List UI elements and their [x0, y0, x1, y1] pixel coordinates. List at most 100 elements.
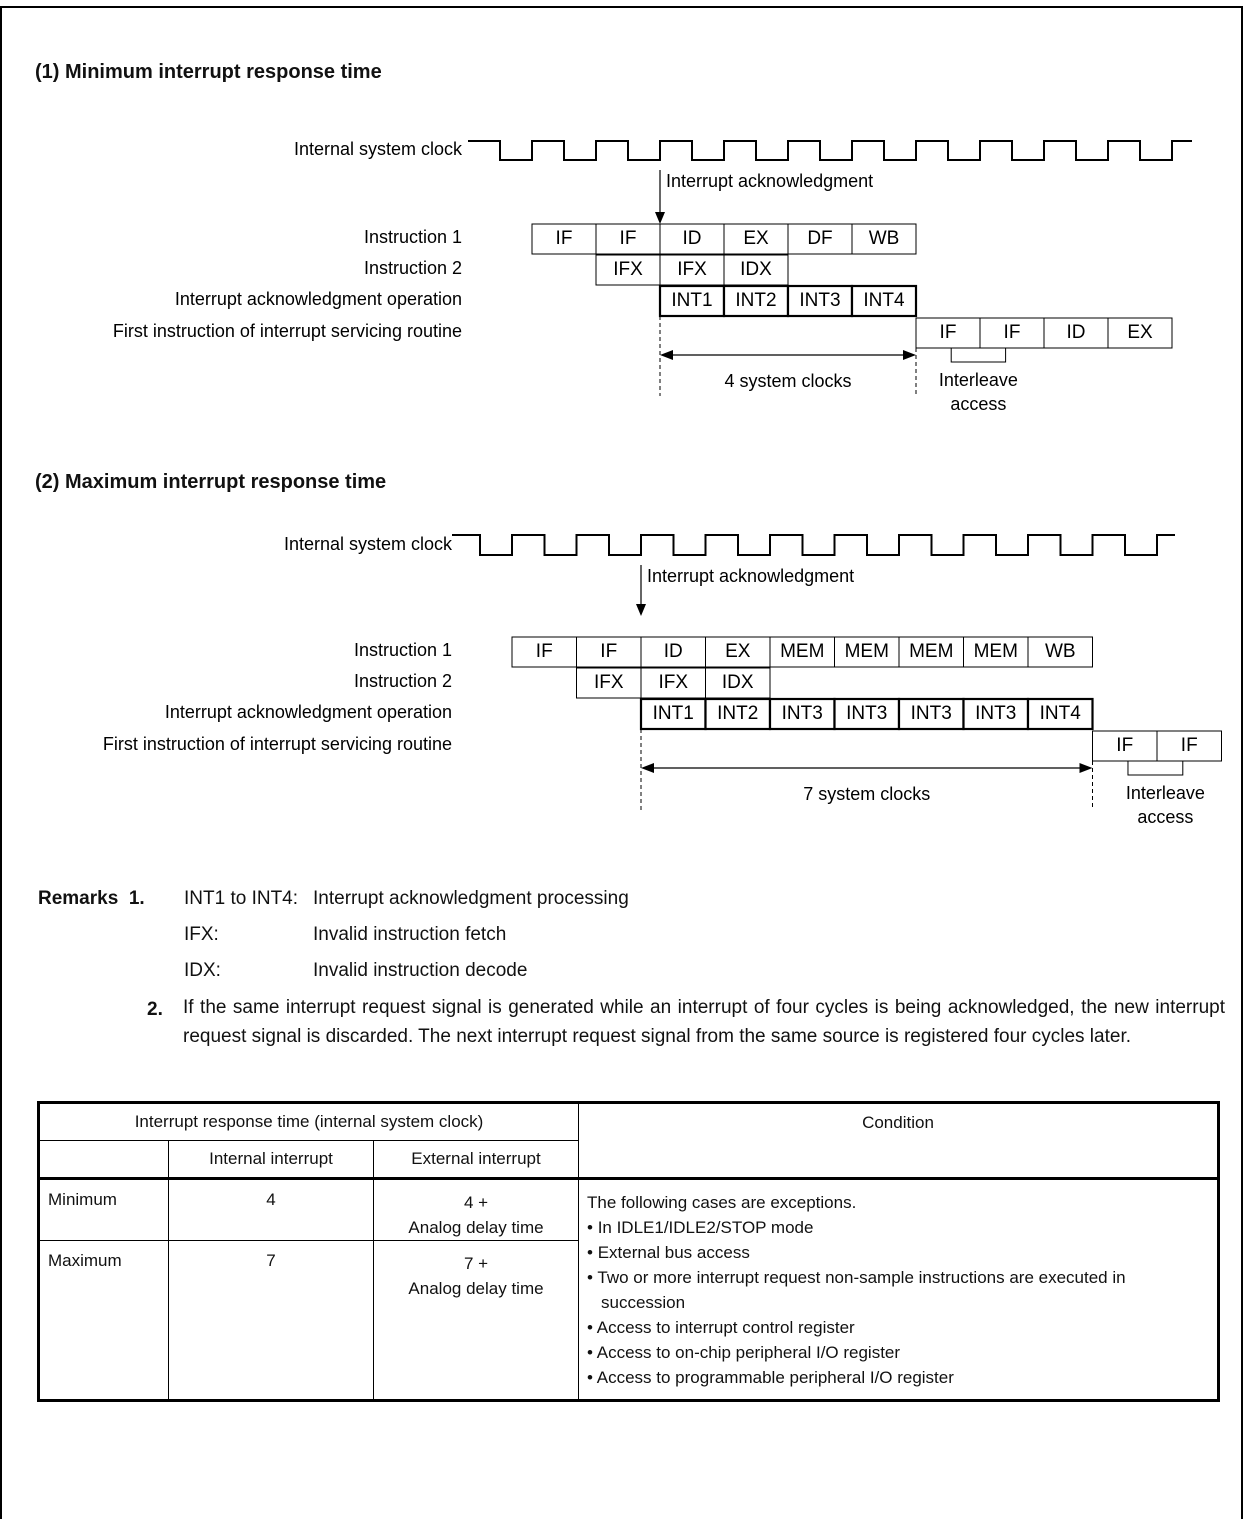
interleave-bracket	[950, 348, 1007, 363]
instr2-text: IFX	[613, 259, 643, 280]
section2-title: (2) Maximum interrupt response time	[35, 471, 387, 493]
table-head-external: External interrupt	[373, 1140, 579, 1179]
int-op-text: INT2	[735, 290, 776, 311]
instr1-cell	[1027, 636, 1093, 668]
instr1-text: IF	[536, 641, 553, 662]
instr2-cell	[576, 667, 642, 699]
remark-desc-idx: Invalid instruction decode	[313, 960, 528, 981]
row-label: First instruction of interrupt servicing…	[113, 321, 462, 341]
span-arrow-left	[660, 350, 673, 360]
table-cell-internal: 7	[168, 1240, 374, 1401]
table-cell-conditions: The following cases are exceptions. • In…	[578, 1177, 1219, 1401]
int-op-text: INT4	[1040, 703, 1082, 724]
instr1-text: IF	[620, 228, 637, 249]
span-label: 4 system clocks	[724, 371, 851, 391]
first-instr-cell	[979, 317, 1045, 349]
instr2-text: IFX	[658, 672, 688, 693]
first-instr-cell	[1092, 730, 1158, 762]
instr1-text: IF	[556, 228, 573, 249]
int-op-text: INT3	[782, 703, 823, 724]
clock-waveform	[452, 534, 1175, 556]
first-instr-text: IF	[1004, 322, 1021, 343]
span-arrow-right	[903, 350, 916, 360]
row-label: Interrupt acknowledgment operation	[165, 702, 452, 722]
interleave-label: access	[950, 394, 1006, 414]
instr2-cell	[659, 254, 725, 286]
condition-item: • Access to on-chip peripheral I/O regis…	[587, 1343, 901, 1362]
row-label: Instruction 1	[354, 640, 452, 660]
instr1-text: ID	[664, 641, 683, 662]
instr1-text: ID	[683, 228, 702, 249]
int-op-text: INT1	[653, 703, 694, 724]
condition-item: • In IDLE1/IDLE2/STOP mode	[587, 1218, 814, 1237]
instr1-cell	[963, 636, 1029, 668]
first-instr-text: IF	[1181, 735, 1198, 756]
instr1-cell	[705, 636, 771, 668]
row-label: Instruction 1	[364, 227, 462, 247]
instr2-text: IFX	[677, 259, 707, 280]
condition-item: • External bus access	[587, 1243, 750, 1262]
remark-2-text: If the same interrupt request signal is …	[183, 997, 1225, 1047]
remark-term-ifx: IFX:	[184, 924, 219, 945]
instr2-cell	[640, 667, 706, 699]
int-op-cell	[850, 284, 918, 318]
remark-desc-int: Interrupt acknowledgment processing	[313, 888, 629, 909]
instr2-text: IDX	[740, 259, 772, 280]
instr1-text: MEM	[974, 641, 1018, 662]
table-head-empty	[38, 1140, 169, 1179]
ack-label: Interrupt acknowledgment	[666, 171, 873, 191]
remark-term-idx: IDX:	[184, 960, 221, 981]
instr1-cell	[576, 636, 642, 668]
section1-title: (1) Minimum interrupt response time	[35, 61, 382, 83]
table-cell-external: 4 + Analog delay time	[373, 1178, 579, 1241]
first-instr-cell	[915, 317, 981, 349]
table-row-label: Minimum	[38, 1178, 169, 1241]
span-arrow-left	[641, 763, 654, 773]
ack-arrow-head	[636, 604, 646, 616]
instr1-cell	[640, 636, 706, 668]
interleave-label: Interleave	[939, 370, 1018, 390]
int-op-text: INT1	[671, 290, 712, 311]
row-label: Instruction 2	[364, 258, 462, 278]
instr1-cell	[834, 636, 900, 668]
table-head-condition: Condition	[578, 1102, 1219, 1179]
int-op-text: INT4	[863, 290, 905, 311]
condition-item: • Two or more interrupt request non-samp…	[587, 1268, 1126, 1312]
int-op-text: INT3	[799, 290, 840, 311]
response-time-table: Interrupt response time (internal system…	[37, 1101, 1220, 1402]
remarks-label: Remarks 1.	[38, 888, 145, 909]
first-instr-text: IF	[1116, 735, 1133, 756]
instr1-text: MEM	[909, 641, 953, 662]
instr1-text: MEM	[845, 641, 889, 662]
ack-arrow-head	[655, 212, 665, 224]
clock-label: Internal system clock	[294, 139, 463, 159]
instr1-text: EX	[725, 641, 751, 662]
row-label: Interrupt acknowledgment operation	[175, 289, 462, 309]
first-instr-cell	[1043, 317, 1109, 349]
instr1-cell	[511, 636, 577, 668]
instr1-cell	[898, 636, 964, 668]
int-op-cell	[658, 284, 726, 318]
interleave-bracket	[1127, 761, 1184, 776]
first-instr-cell	[1107, 317, 1173, 349]
instr1-text: EX	[743, 228, 769, 249]
int-op-cell	[897, 697, 965, 731]
interleave-label: Interleave	[1126, 783, 1205, 803]
condition-item: • Access to programmable peripheral I/O …	[587, 1368, 954, 1387]
instr1-cell	[851, 223, 917, 255]
table-cell-external: 7 + Analog delay time	[373, 1240, 579, 1401]
int-op-cell	[1026, 697, 1094, 731]
remark-desc-ifx: Invalid instruction fetch	[313, 924, 507, 945]
span-arrow-right	[1079, 763, 1093, 773]
instr1-text: DF	[807, 228, 832, 249]
clock-waveform	[468, 140, 1192, 161]
table-head-group: Interrupt response time (internal system…	[38, 1102, 579, 1141]
remark-2-number: 2.	[147, 999, 163, 1020]
instr2-cell	[723, 254, 789, 286]
table-head-internal: Internal interrupt	[168, 1140, 374, 1179]
first-instr-text: EX	[1127, 322, 1153, 343]
int-op-text: INT3	[846, 703, 887, 724]
